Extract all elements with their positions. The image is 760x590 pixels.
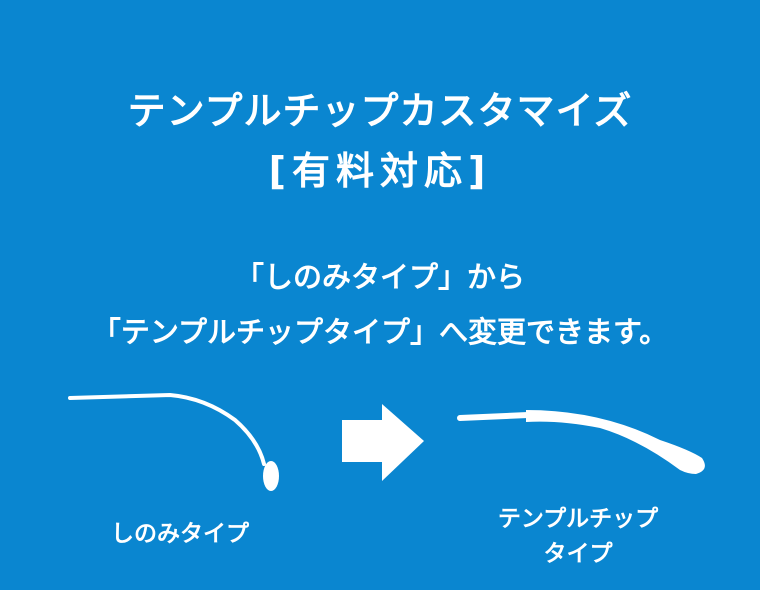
after-label-line1: テンプルチップ: [497, 506, 659, 532]
description-line1: 「しのみタイプ」から: [234, 260, 525, 294]
title-line1: テンプルチップカスタマイズ: [127, 89, 633, 133]
title-line2: [有料対応]: [268, 149, 492, 193]
temple-tip-icon: [457, 410, 705, 474]
before-label: しのみタイプ: [111, 521, 249, 547]
arrow-right-icon: [342, 404, 424, 481]
shinomi-temple-icon: [68, 392, 279, 491]
description-line2: 「テンプルチップタイプ」へ変更できます。: [91, 315, 669, 349]
after-label-line2: タイプ: [543, 541, 613, 567]
